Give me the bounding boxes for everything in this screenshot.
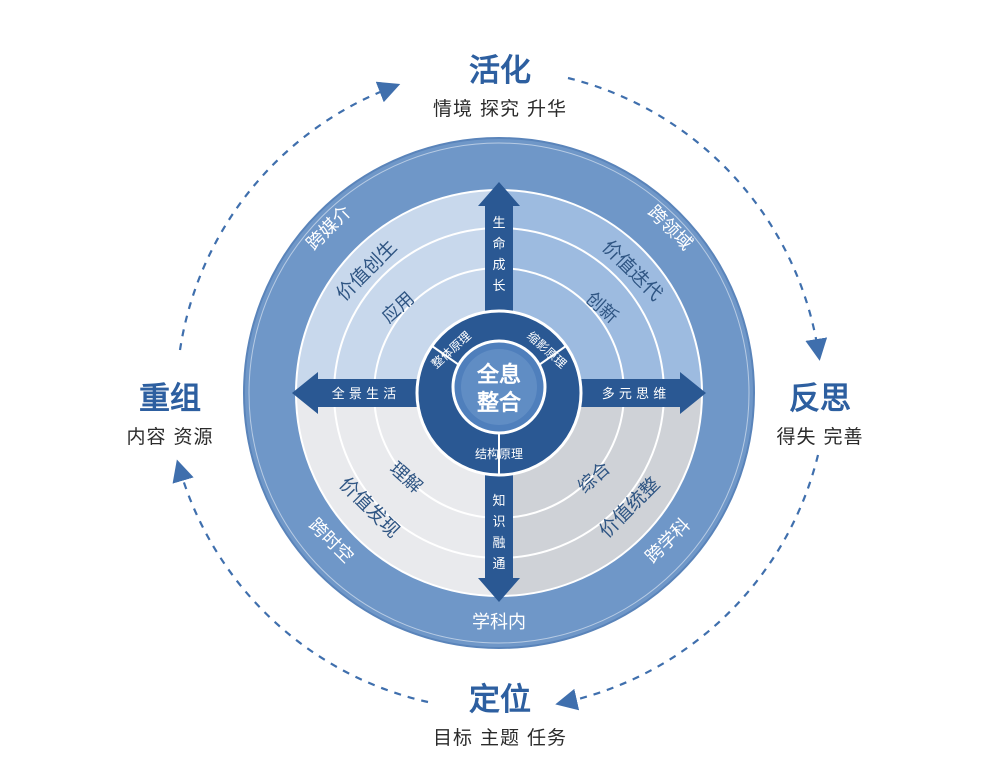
center-title-line1: 全息	[476, 362, 521, 388]
arrow-left-label: 全 景 生 活	[332, 386, 396, 402]
principle-bottom: 结构原理	[475, 446, 523, 461]
stage-right-subtitle: 得失 完善	[776, 426, 864, 448]
stage-top-title: 活化	[469, 53, 531, 89]
arrow-up-char-4: 长	[492, 279, 505, 294]
arrow-down-char-4: 通	[492, 557, 505, 572]
arrow-left	[292, 372, 420, 414]
arrow-down-char-3: 融	[492, 536, 505, 551]
arrow-up-char-1: 生	[492, 216, 505, 231]
stage-right-title: 反思	[789, 381, 851, 417]
cycle-arc-bottom-right	[555, 454, 820, 711]
stage-left-title: 重组	[139, 381, 201, 417]
cycle-arc-top-right	[567, 76, 828, 361]
arrow-down-char-2: 识	[492, 515, 505, 530]
stage-left-subtitle: 内容 资源	[126, 426, 214, 448]
cycle-arc-top-left	[178, 81, 401, 351]
arrow-up	[478, 182, 520, 312]
arrow-up-char-2: 命	[492, 236, 505, 252]
arrow-down	[478, 474, 520, 602]
arrow-up-char-3: 成	[492, 258, 505, 273]
arrow-down-char-1: 知	[492, 493, 505, 509]
stage-bottom-title: 定位	[469, 682, 531, 718]
stage-top-subtitle: 情境 探究 升华	[432, 98, 568, 120]
arrow-right	[578, 372, 706, 414]
outer-bottom: 学科内	[472, 612, 526, 633]
center-title-line2: 整合	[477, 390, 522, 416]
stage-bottom-subtitle: 目标 主题 任务	[432, 727, 568, 749]
arrow-right-label: 多 元 思 维	[602, 386, 666, 402]
